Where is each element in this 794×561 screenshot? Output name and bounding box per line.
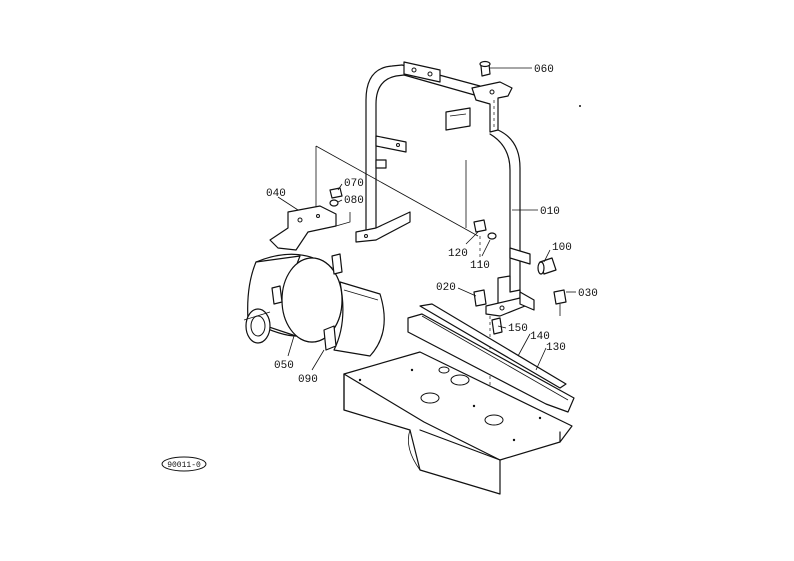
label-020: 020	[436, 282, 456, 294]
label-150: 150	[508, 323, 528, 335]
frame-010	[355, 61, 535, 317]
label-120: 120	[448, 248, 468, 260]
bracket-040	[269, 205, 351, 251]
label-080: 080	[344, 195, 364, 207]
reference-code-badge: 90011-0	[161, 456, 207, 472]
label-050: 050	[274, 360, 294, 372]
part-labels: 060 010 040 070 080 120 110 100 020 030 …	[266, 64, 598, 386]
label-110: 110	[470, 260, 490, 272]
reference-code: 90011-0	[167, 461, 201, 470]
fasteners	[473, 60, 567, 335]
label-090: 090	[298, 374, 318, 386]
rails-130-140	[407, 303, 575, 413]
label-130: 130	[546, 342, 566, 354]
label-010: 010	[540, 206, 560, 218]
label-040: 040	[266, 188, 286, 200]
fasteners-070-080	[329, 187, 343, 207]
label-070: 070	[344, 178, 364, 190]
label-100: 100	[552, 242, 572, 254]
strap-090	[323, 281, 385, 357]
label-030: 030	[578, 288, 598, 300]
base-tray	[343, 351, 573, 495]
label-060: 060	[534, 64, 554, 76]
stray-dot	[579, 105, 581, 107]
label-140: 140	[530, 331, 550, 343]
muffler-050	[243, 253, 343, 344]
leader-lines	[277, 67, 576, 371]
